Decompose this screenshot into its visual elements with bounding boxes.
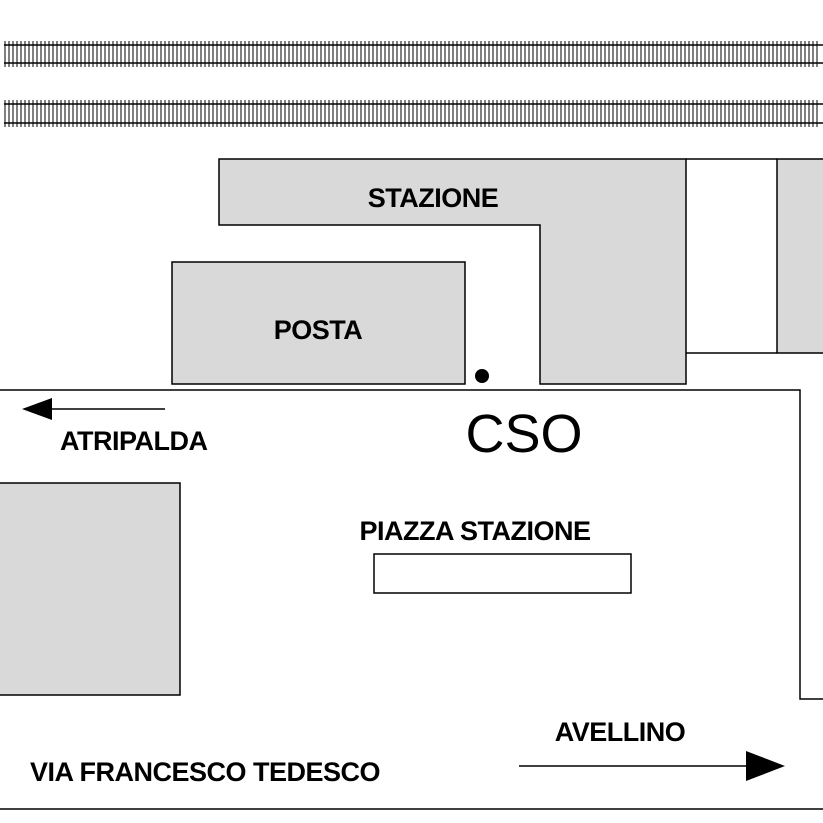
post-office-building [171,261,466,385]
cso-marker-dot [475,369,489,383]
railway-track-bottom [4,100,823,127]
piazza-island [373,553,632,594]
arrow-right-icon [519,751,785,781]
road-edge-north [0,389,823,700]
railway-track-top [4,41,823,67]
building-right-annex [776,158,823,354]
arrow-left-icon [22,398,165,420]
label-piazza-stazione: PIAZZA STAZIONE [360,516,591,546]
label-avellino: AVELLINO [555,717,686,747]
building-left [0,482,181,696]
label-atripalda: ATRIPALDA [60,426,207,456]
label-posta: POSTA [274,315,363,345]
label-via-francesco-tedesco: VIA FRANCESCO TEDESCO [30,757,380,787]
label-stazione: STAZIONE [368,183,499,213]
label-cso: CSO [465,404,582,464]
